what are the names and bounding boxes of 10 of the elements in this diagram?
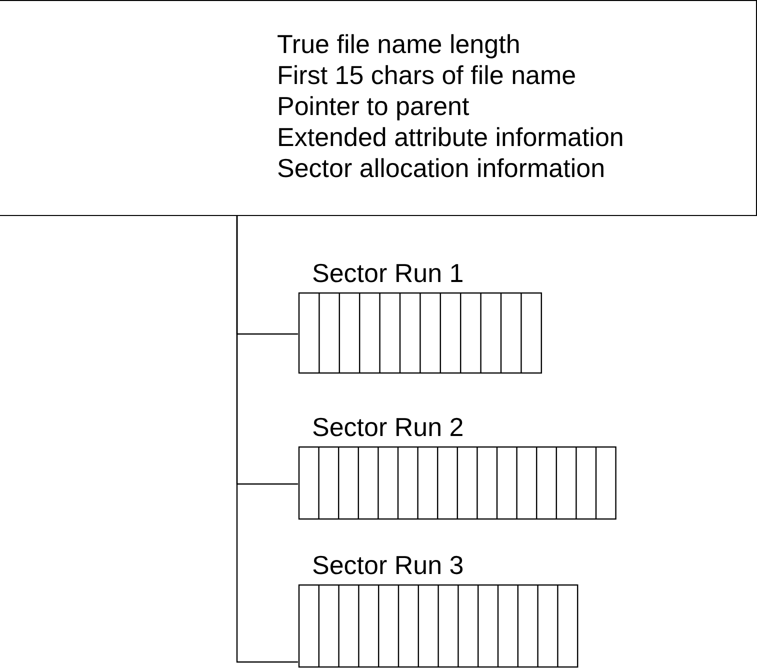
connector-line <box>236 216 298 663</box>
run-heading: Sector Run 1 <box>312 258 464 288</box>
record-box <box>0 0 757 216</box>
run-heading: Sector Run 3 <box>312 550 464 580</box>
field-label: Sector allocation information <box>277 153 606 183</box>
run-heading: Sector Run 2 <box>312 412 464 442</box>
field-label: Extended attribute information <box>277 122 624 152</box>
field-label: Pointer to parent <box>277 91 470 121</box>
field-label: True file name length <box>277 29 520 59</box>
field-label: First 15 chars of file name <box>277 60 576 90</box>
